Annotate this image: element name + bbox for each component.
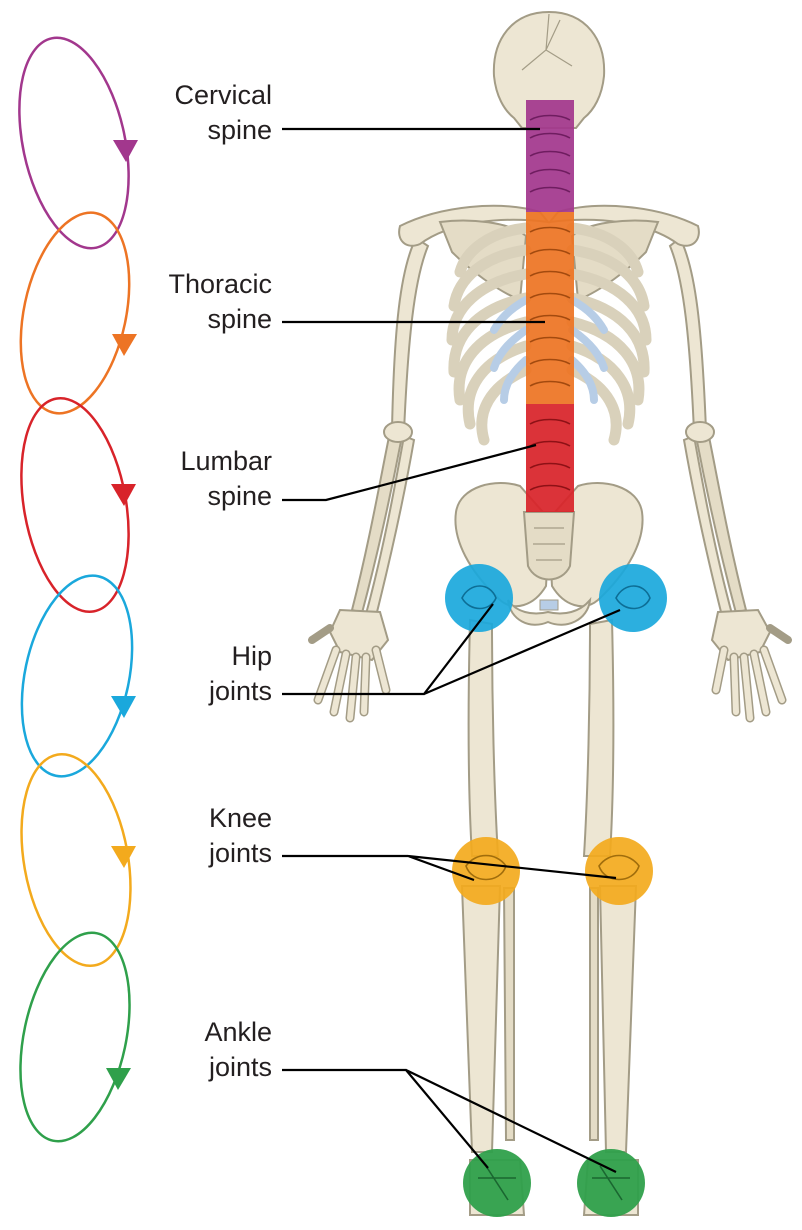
ankle-label-line2: joints [112,1050,272,1085]
left-knee-marker [452,837,520,905]
thoracic-spine-label: Thoracic spine [112,267,272,337]
knee-label-line1: Knee [112,801,272,836]
skeleton [312,12,788,1217]
thoracic-label-line1: Thoracic [112,267,272,302]
lumbar-spine-region [526,404,574,512]
knee-leader [282,856,616,880]
cervical-spine-label: Cervical spine [112,78,272,148]
cervical-label-line2: spine [112,113,272,148]
ankle-joints-label: Ankle joints [112,1015,272,1085]
cervical-spine-region [526,100,574,212]
knee-label-line2: joints [112,836,272,871]
hip-joints-label: Hip joints [112,639,272,709]
hip-label-line2: joints [112,674,272,709]
thoracic-spine-region [526,212,574,404]
lumbar-label-line2: spine [112,479,272,514]
ankle-label-line1: Ankle [112,1015,272,1050]
right-hip-marker [599,564,667,632]
right-arm [670,238,788,718]
lumbar-spine-label: Lumbar spine [112,444,272,514]
loop-arrows [2,28,149,1152]
hip-label-line1: Hip [112,639,272,674]
ankle-joint-markers [463,1149,645,1217]
cervical-spine-block [526,100,574,212]
ankle-leader [282,1070,616,1172]
thoracic-label-line2: spine [112,302,272,337]
knee-joints-label: Knee joints [112,801,272,871]
lumbar-label-line1: Lumbar [112,444,272,479]
thoracic-spine-block [526,212,574,404]
cervical-label-line1: Cervical [112,78,272,113]
right-knee-marker [585,837,653,905]
legs [462,620,638,1215]
